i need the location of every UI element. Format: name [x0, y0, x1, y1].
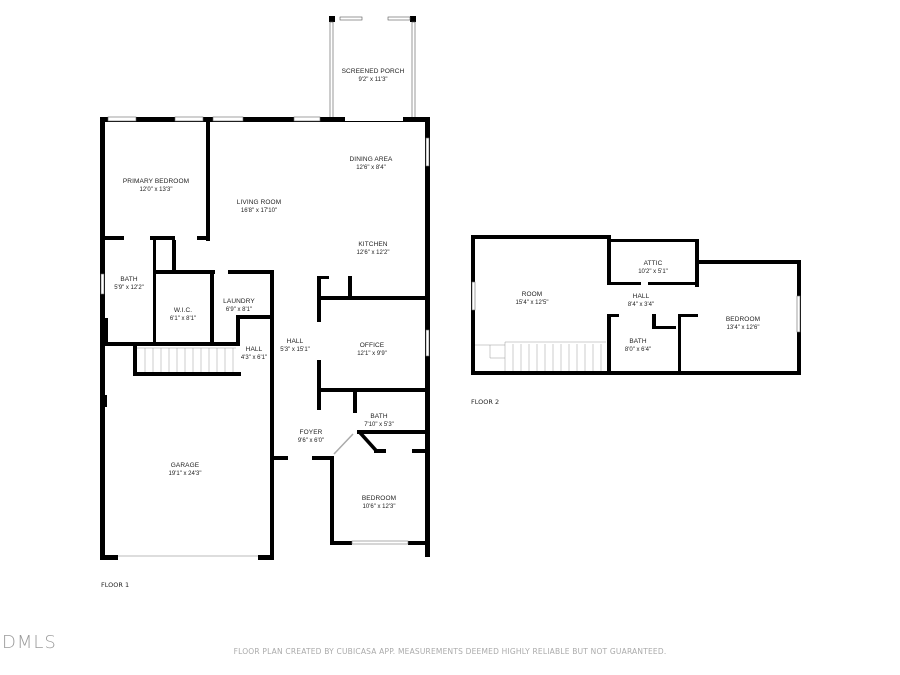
room-dimensions: 16'8" x 17'10": [240, 208, 278, 214]
room-label-bath-primary: BATH 5'9" x 12'2": [114, 275, 144, 293]
room-label-garage: GARAGE 19'1" x 24'3": [169, 461, 202, 479]
room-name: BEDROOM: [725, 316, 761, 323]
room-dimensions: 6'1" x 8'1": [169, 316, 197, 322]
room-dimensions: 5'9" x 12'2": [114, 285, 144, 291]
disclaimer-text: FLOOR PLAN CREATED BY CUBICASA APP. MEAS…: [233, 647, 667, 656]
room-dimensions: 10'6" x 12'3": [362, 504, 396, 510]
room-name: DINING AREA: [349, 156, 393, 163]
room-dimensions: 6'9" x 8'1": [225, 307, 253, 313]
room-dimensions: 15'4" x 12'5": [515, 300, 549, 306]
room-name: SCREENED PORCH: [341, 68, 405, 75]
room-label-bath-2: BATH 7'10" x 5'3": [364, 412, 394, 430]
room-name: BATH: [120, 276, 138, 283]
room-label-wic: W.I.C. 6'1" x 8'1": [170, 306, 196, 324]
room-label-hall-f2: HALL 8'4" x 3'4": [628, 292, 654, 310]
room-dimensions: 8'0" x 6'4": [624, 347, 652, 353]
room-dimensions: 10'2" x 5'1": [638, 269, 668, 275]
room-name: KITCHEN: [358, 241, 388, 248]
room-label-bedroom: BEDROOM 10'6" x 12'3": [362, 494, 396, 512]
room-dimensions: 9'2" x 11'3": [358, 77, 388, 83]
room-dimensions: 12'6" x 8'4": [356, 165, 386, 171]
room-dimensions: 4'3" x 6'1": [240, 355, 268, 361]
room-name: HALL: [286, 338, 304, 345]
room-dimensions: 12'1" x 9'9": [357, 351, 387, 357]
room-name: W.I.C.: [173, 307, 193, 314]
room-name: BATH: [370, 413, 388, 420]
room-name: HALL: [245, 346, 263, 353]
room-label-bath-f2: BATH 8'0" x 6'4": [625, 337, 651, 355]
room-dimensions: 8'4" x 3'4": [627, 302, 655, 308]
watermark-logo: DMLS: [2, 632, 57, 653]
room-label-hall-small: HALL 4'3" x 6'1": [241, 345, 267, 363]
floor-2-label: FLOOR 2: [471, 398, 500, 406]
room-dimensions: 12'6" x 12'2": [356, 250, 390, 256]
room-label-dining-area: DINING AREA 12'6" x 8'4": [350, 155, 393, 173]
room-name: HALL: [632, 293, 650, 300]
room-name: BEDROOM: [361, 495, 397, 502]
room-name: LAUNDRY: [223, 298, 255, 305]
room-name: PRIMARY BEDROOM: [122, 178, 190, 185]
room-name: BATH: [629, 338, 647, 345]
room-label-office: OFFICE 12'1" x 9'9": [357, 341, 387, 359]
floor-1-label: FLOOR 1: [101, 581, 130, 589]
room-label-bedroom-f2: BEDROOM 13'4" x 12'6": [726, 315, 760, 333]
room-dimensions: 19'1" x 24'3": [168, 471, 202, 477]
room-name: GARAGE: [170, 462, 200, 469]
room-dimensions: 12'0" x 13'3": [139, 187, 173, 193]
room-label-laundry: LAUNDRY 6'9" x 8'1": [223, 297, 255, 315]
room-dimensions: 7'10" x 5'3": [364, 422, 394, 428]
room-label-primary-bedroom: PRIMARY BEDROOM 12'0" x 13'3": [123, 177, 189, 195]
room-label-kitchen: KITCHEN 12'6" x 12'2": [357, 240, 390, 258]
room-dimensions: 13'4" x 12'6": [726, 325, 760, 331]
room-name: ATTIC: [643, 260, 663, 267]
room-label-room: ROOM 15'4" x 12'5": [516, 290, 549, 308]
room-label-attic: ATTIC 10'2" x 5'1": [638, 259, 668, 277]
room-name: LIVING ROOM: [236, 199, 282, 206]
room-dimensions: 9'6" x 6'0": [297, 438, 325, 444]
room-label-living-room: LIVING ROOM 16'8" x 17'10": [237, 198, 281, 216]
room-label-foyer: FOYER 9'6" x 6'0": [298, 428, 324, 446]
room-dimensions: 5'3" x 15'1": [280, 347, 310, 353]
room-name: ROOM: [521, 291, 543, 298]
room-name: FOYER: [299, 429, 323, 436]
room-label-screened-porch: SCREENED PORCH 9'2" x 11'3": [342, 67, 405, 85]
room-name: OFFICE: [359, 342, 385, 349]
room-label-hall-main: HALL 5'3" x 15'1": [280, 337, 310, 355]
